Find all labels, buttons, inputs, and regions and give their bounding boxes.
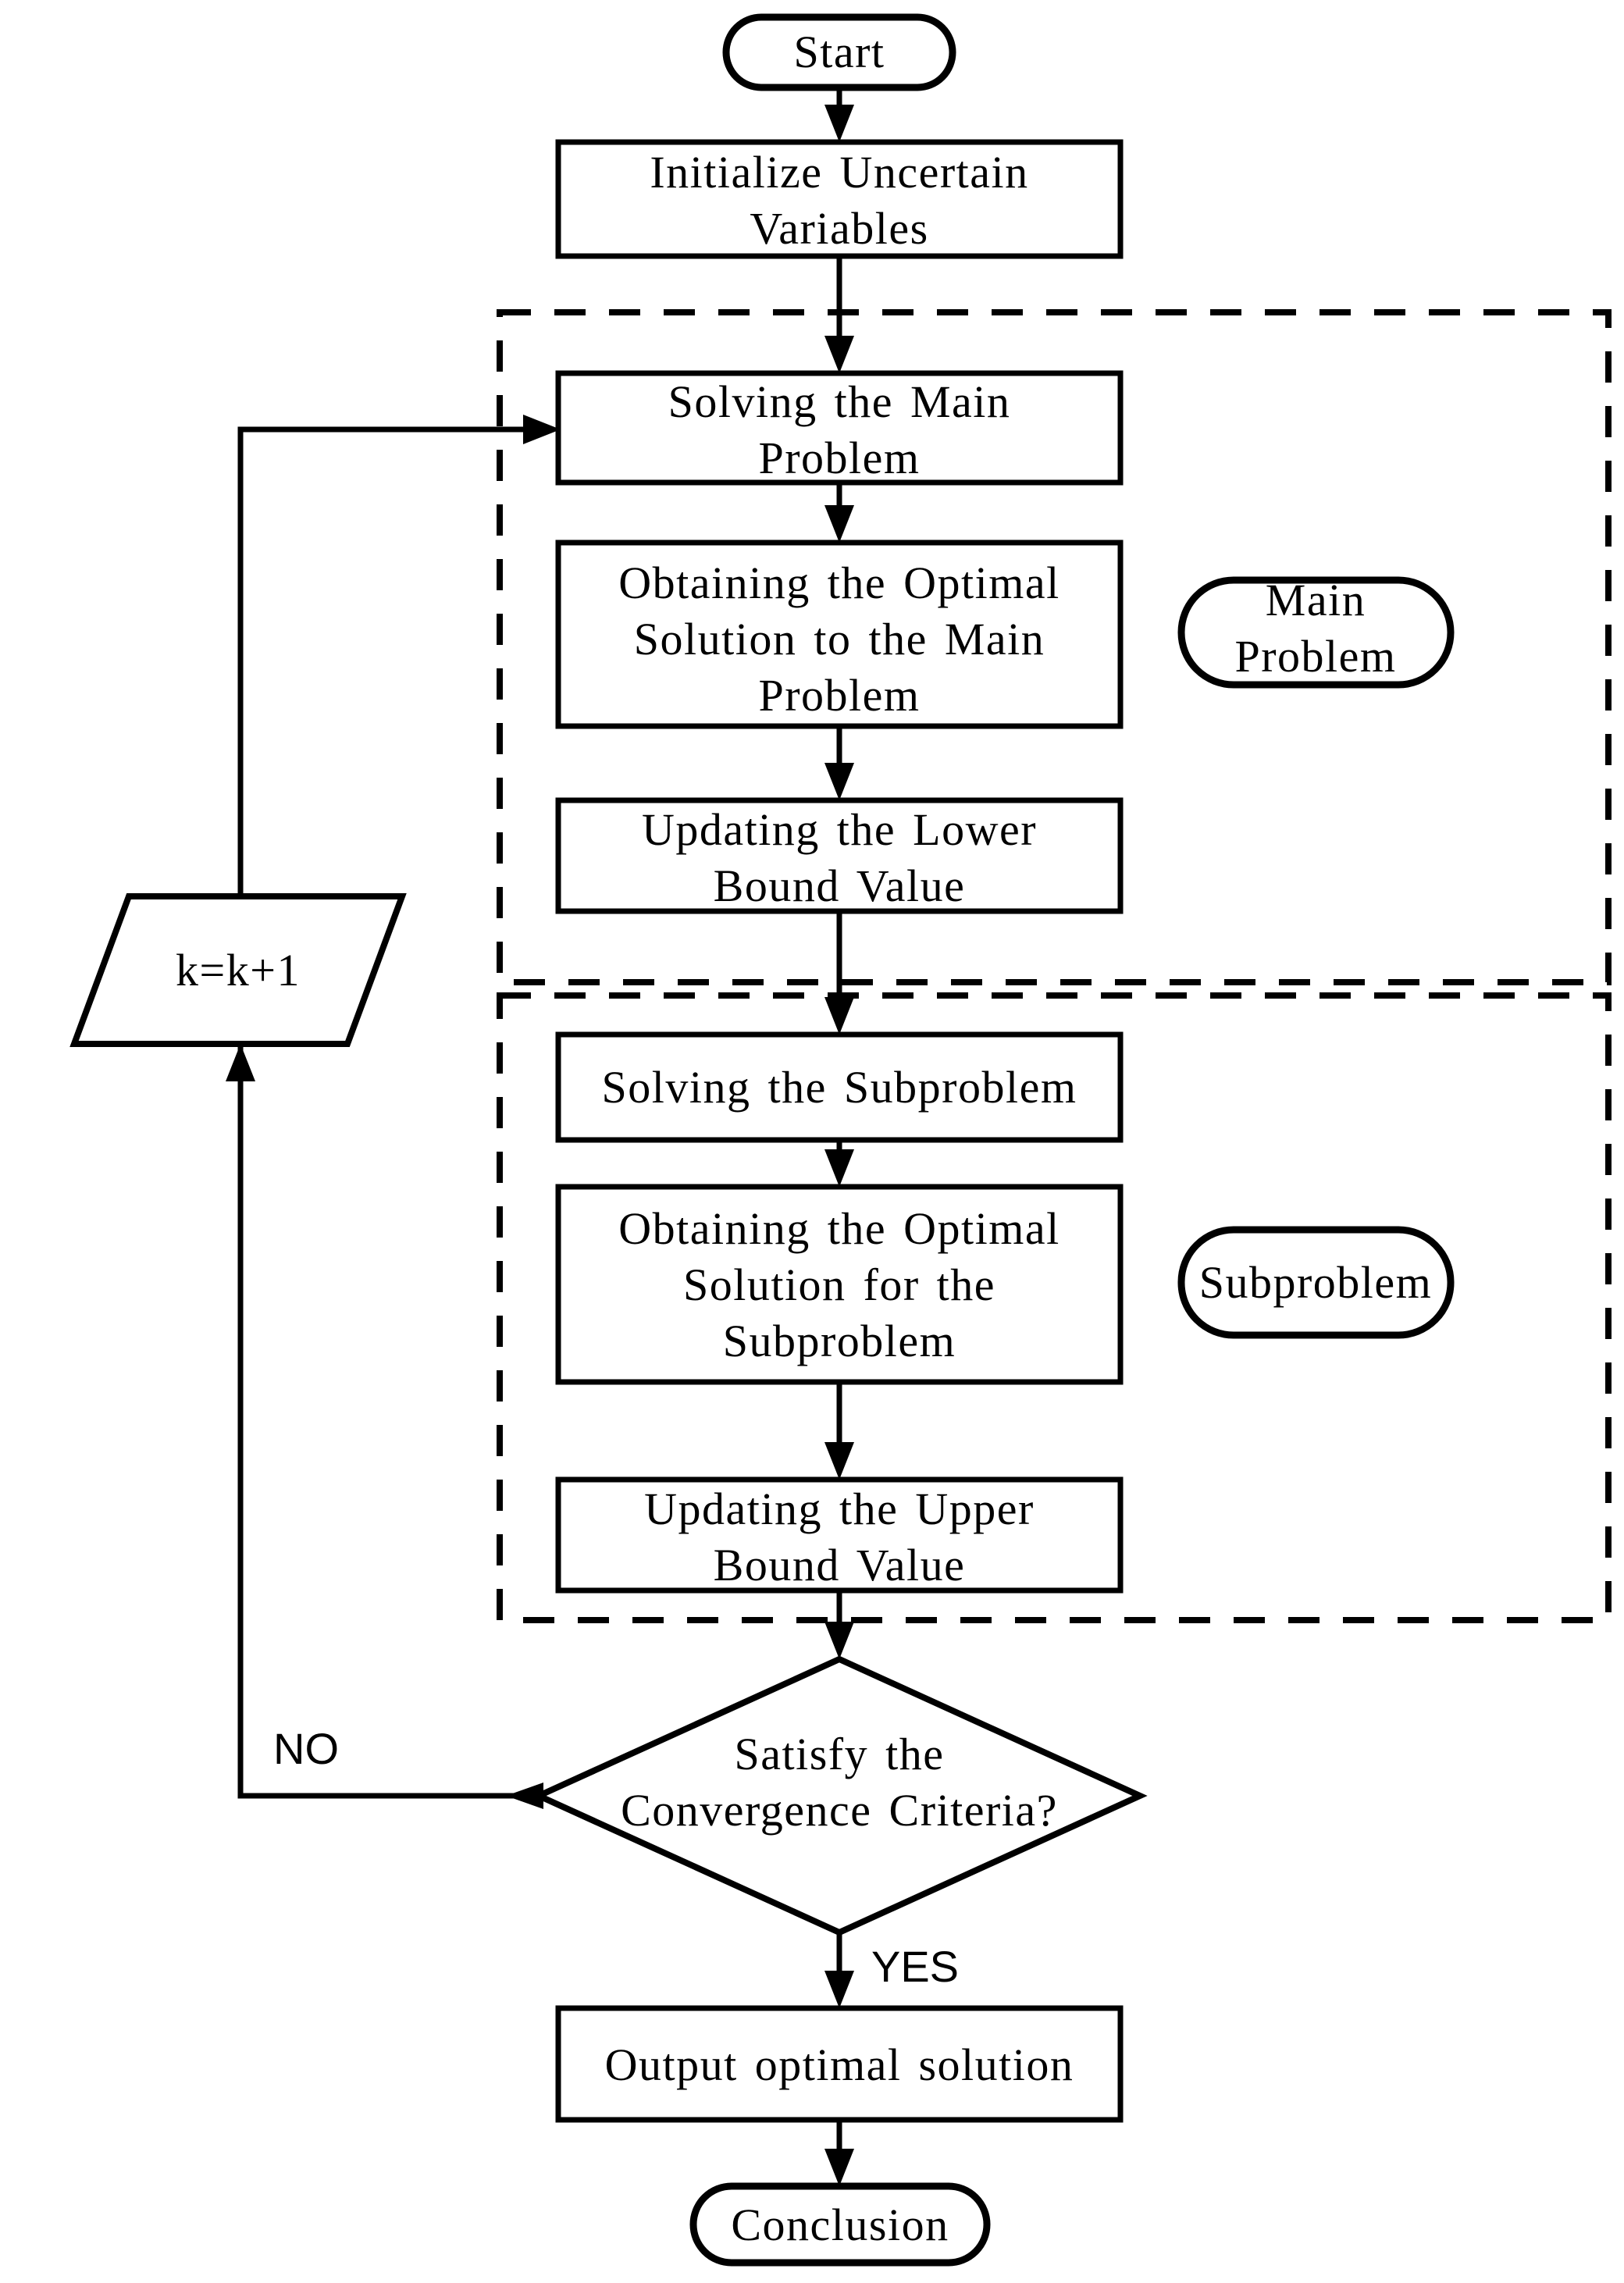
main-problem-group-label-line2: Problem	[1234, 631, 1396, 682]
arrowhead-start-to-initialize	[824, 105, 854, 142]
arrowhead-output-to-conclusion	[824, 2149, 854, 2186]
main-problem-group-box	[497, 309, 1612, 985]
main-problem-group-label-line1: Main	[1266, 575, 1366, 625]
updating-upper-label-line2: Bound Value	[714, 1540, 966, 1590]
iteration-counter-label: k=k+1	[176, 945, 301, 995]
arrowhead-initialize-to-solving-main	[824, 336, 854, 373]
arrowhead-decision-to-output	[824, 1971, 854, 2008]
start-terminator	[722, 13, 956, 91]
obtaining-subproblem-box	[555, 1184, 1124, 1385]
start-label: Start	[793, 27, 885, 77]
conclusion-label: Conclusion	[731, 2199, 949, 2250]
updating-upper-box	[555, 1476, 1124, 1594]
subproblem-stadium	[1177, 1226, 1455, 1339]
iteration-counter-parallelogram	[69, 893, 407, 1047]
yes-edge-label: YES	[871, 1942, 959, 1991]
updating-upper-label-line1: Updating the Upper	[644, 1483, 1035, 1534]
output-box	[555, 2005, 1124, 2123]
obtaining-subproblem-label-line3: Subproblem	[723, 1316, 956, 1366]
solving-main-label-line1: Solving the Main	[668, 376, 1011, 427]
obtaining-main-label-line2: Solution to the Main	[634, 614, 1045, 664]
updating-lower-label-line1: Updating the Lower	[642, 804, 1037, 855]
updating-lower-label-line2: Bound Value	[714, 860, 966, 911]
arrowhead-obtaining-sub-to-updating-upper	[824, 1442, 854, 1480]
main-problem-stadium	[1177, 576, 1455, 689]
arrowhead-updating-upper-to-decision	[824, 1622, 854, 1659]
initialize-label-line2: Variables	[750, 203, 928, 254]
decision-label-line2: Convergence Criteria?	[621, 1785, 1058, 1836]
arrowhead-updating-lower-to-solving-sub	[824, 997, 854, 1035]
arrowhead-obtaining-main-to-updating-lower	[824, 763, 854, 800]
no-loop-left-arrowhead	[506, 1783, 543, 1809]
convergence-decision-diamond	[531, 1655, 1148, 1936]
arrowhead-solving-sub-to-obtaining-sub	[824, 1149, 854, 1187]
no-loop-line-lower	[237, 1044, 539, 1799]
conclusion-terminator	[689, 2182, 991, 2267]
counter-entry-arrowhead	[226, 1044, 255, 1081]
solving-subproblem-box	[555, 1031, 1124, 1143]
solving-subproblem-label: Solving the Subproblem	[602, 1062, 1077, 1113]
obtaining-main-label-line1: Obtaining the Optimal	[618, 557, 1060, 608]
solving-main-entry-arrowhead	[523, 415, 561, 444]
obtaining-main-label-line3: Problem	[758, 670, 920, 721]
obtaining-main-box	[555, 540, 1124, 729]
decision-label-line1: Satisfy the	[735, 1729, 945, 1779]
obtaining-subproblem-label-line1: Obtaining the Optimal	[618, 1203, 1060, 1254]
subproblem-group-label: Subproblem	[1199, 1257, 1433, 1308]
arrowhead-solving-main-to-obtaining-main	[824, 505, 854, 543]
no-edge-label: NO	[273, 1724, 339, 1773]
initialize-label-line1: Initialize Uncertain	[650, 147, 1028, 198]
subproblem-group-box	[497, 992, 1612, 1623]
obtaining-subproblem-label-line2: Solution for the	[683, 1259, 995, 1310]
solving-main-label-line2: Problem	[758, 433, 920, 483]
solving-main-box	[555, 370, 1124, 486]
no-loop-line-upper	[237, 426, 525, 896]
initialize-box	[555, 139, 1124, 259]
output-label: Output optimal solution	[605, 2039, 1074, 2090]
updating-lower-box	[555, 797, 1124, 914]
